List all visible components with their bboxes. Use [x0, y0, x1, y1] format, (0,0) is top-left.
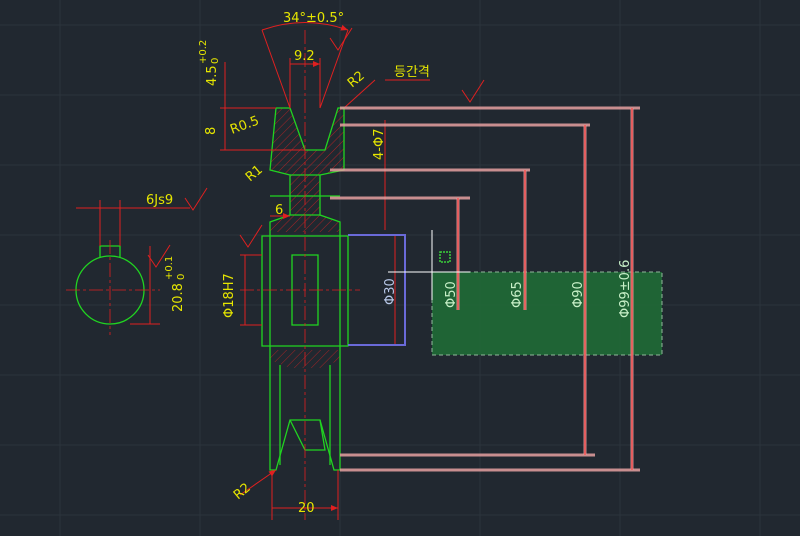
grip-icon[interactable]: [439, 251, 451, 263]
diameter-50-label[interactable]: Φ50: [444, 281, 459, 308]
bore-label[interactable]: Φ18H7: [222, 273, 237, 318]
diameter-30-label[interactable]: Φ30: [383, 278, 398, 305]
groove-width-dimension[interactable]: 9.2: [294, 49, 315, 64]
keyway-view[interactable]: [66, 240, 160, 335]
keyway-width-label[interactable]: 6Js9: [146, 193, 173, 208]
svg-text:0: 0: [210, 58, 221, 64]
diameter-65-label[interactable]: Φ65: [510, 281, 525, 308]
selected-dimensions[interactable]: [330, 106, 640, 472]
crosshair-cursor: [388, 230, 470, 300]
angle-dimension[interactable]: 34°±0.5°: [283, 11, 344, 26]
svg-text:0: 0: [176, 274, 187, 280]
r1-label[interactable]: R1: [243, 162, 266, 185]
top-radius-label[interactable]: R2: [345, 68, 368, 91]
diameter-90-label[interactable]: Φ90: [571, 281, 586, 308]
width-20-label[interactable]: 20: [298, 501, 315, 516]
holes-label[interactable]: 4-Φ7: [372, 129, 387, 160]
equal-spacing-label[interactable]: 등간격: [394, 65, 430, 80]
svg-text:+0.2: +0.2: [198, 40, 209, 64]
groove-depth-dimension[interactable]: 4.5 +0.2 0: [198, 40, 221, 86]
diameter-99-label[interactable]: Φ99±0.6: [618, 260, 633, 318]
bottom-radius-label[interactable]: R2: [231, 480, 254, 503]
r05-label[interactable]: R0.5: [228, 113, 261, 137]
dim-6-label[interactable]: 6: [275, 203, 283, 218]
surface-roughness-icon: [147, 27, 485, 268]
selection-window[interactable]: [431, 271, 663, 356]
svg-text:+0.1: +0.1: [164, 256, 175, 280]
key-depth-dimension[interactable]: 20.8 +0.1 0: [164, 256, 187, 312]
dim-8-label[interactable]: 8: [204, 127, 219, 135]
svg-text:4.5: 4.5: [205, 65, 220, 86]
svg-text:20.8: 20.8: [171, 283, 186, 312]
dimension-lines: [76, 22, 430, 520]
